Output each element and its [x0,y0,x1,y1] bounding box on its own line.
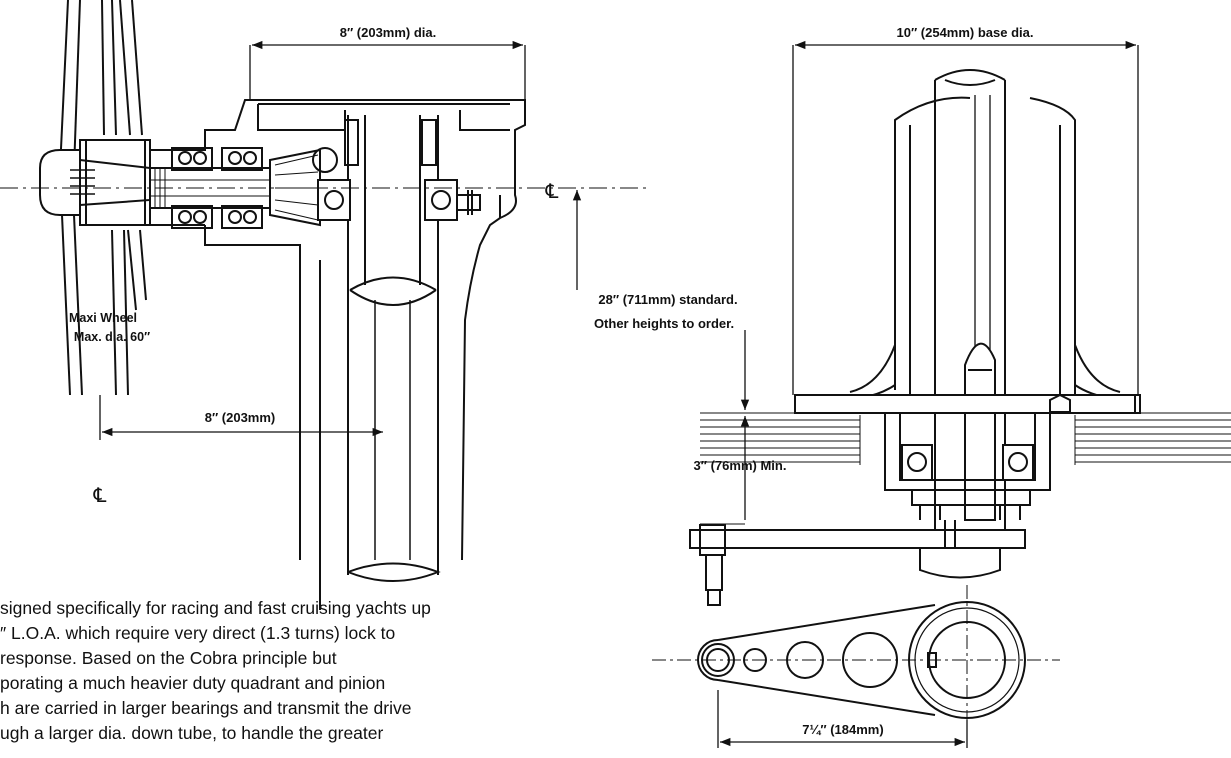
wheel-spokes [59,0,147,396]
label-arm-length: 7¼″ (184mm) [802,722,883,737]
label-wheel-2: Max. dia. 60″ [74,330,150,344]
centreline-symbol-top: ℄ [545,179,559,203]
tiller-arm-side [689,520,1026,606]
description-line: porating a much heavier duty quadrant an… [0,673,386,693]
label-standard-height-2: Other heights to order. [594,316,734,331]
centreline-symbol-bottom: ℄ [93,483,107,507]
description-line: h are carried in larger bearings and tra… [0,698,412,718]
label-standard-height-1: 28″ (711mm) standard. [598,292,737,307]
label-top-right-dia: 10″ (254mm) base dia. [896,25,1033,40]
product-description: signed specifically for racing and fast … [0,596,655,746]
label-top-left-dia: 8″ (203mm) dia. [340,25,437,40]
wheel-hub [39,139,151,226]
shaft-bearings [317,119,481,221]
left-side-section-view [39,0,526,610]
description-line: signed specifically for racing and fast … [0,598,431,618]
label-min-clearance: 3″ (76mm) Min. [694,458,787,473]
base-flange [794,393,1141,414]
steering-shaft [934,69,1006,530]
label-offset: 8″ (203mm) [205,410,276,425]
description-line: ″ L.O.A. which require very direct (1.3 … [0,623,396,643]
description-line: ugh a larger dia. down tube, to handle t… [0,723,384,743]
right-front-section-view [689,69,1231,719]
right-dimensions [572,40,1139,748]
pedestal-column [794,96,1136,401]
deck-hatching [700,412,1231,465]
lower-housing [884,413,1051,520]
label-wheel-1: Maxi Wheel [69,311,137,325]
left-dimensions [0,40,650,440]
description-line: response. Based on the Cobra principle b… [0,648,337,668]
